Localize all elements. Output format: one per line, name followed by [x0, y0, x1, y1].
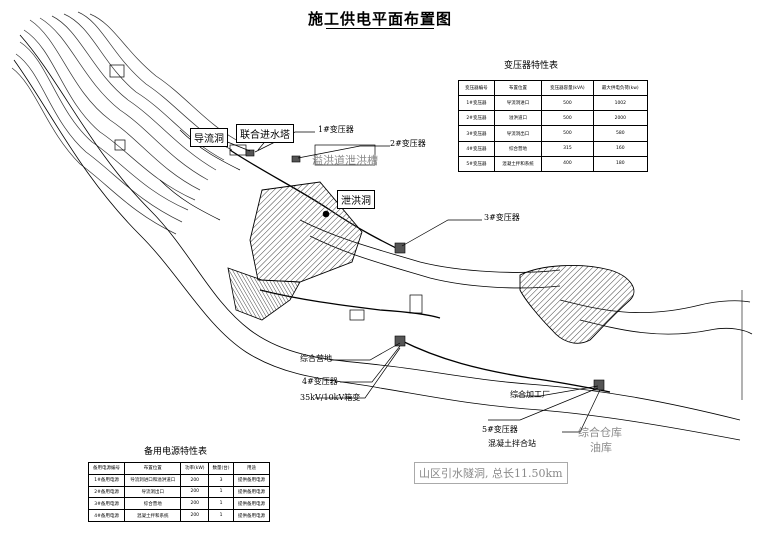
table-cell: 备用电源编号	[87, 462, 126, 475]
table-cell: 1	[208, 497, 234, 511]
table-cell: 提供备用电源	[232, 473, 271, 487]
table-cell: 4#备用电源	[87, 509, 126, 522]
transformer-2-label: 2#变压器	[390, 139, 426, 148]
transformer-1-label: 1#变压器	[318, 125, 354, 134]
table-cell: 最大供电负荷(kw)	[592, 79, 649, 97]
table-cell: 2#备用电源	[87, 485, 126, 499]
concrete-plant-label: 混凝土拌合站	[488, 439, 536, 448]
table-cell: 160	[592, 140, 649, 157]
table-header-row: 变压器编号布置位置变压器容量(kVA)最大供电负荷(kw)	[458, 79, 649, 97]
table-cell: 混凝土拌和系统	[124, 509, 182, 522]
transformer-symbols	[245, 149, 605, 391]
table-cell: 1002	[592, 95, 649, 112]
diversion-tunnel-label: 导流洞	[190, 128, 228, 147]
table-cell: 导流洞出口	[124, 485, 182, 499]
table-header-row: 备用电源编号布置位置功率(kW)数量(台)用途	[87, 462, 271, 475]
table-cell: 1	[208, 509, 234, 522]
intake-tower-label: 联合进水塔	[236, 124, 294, 143]
title-underline	[326, 28, 434, 29]
table-cell: 5#变压器	[458, 155, 495, 173]
tunnel-note-label: 山区引水隧洞, 总长11.50km	[414, 462, 568, 484]
table-cell: 2#变压器	[458, 110, 495, 127]
table-cell: 综合营地	[493, 140, 543, 157]
table-cell: 580	[592, 125, 649, 142]
table-cell: 3	[208, 473, 234, 487]
table-cell: 溢洪道口	[493, 110, 543, 127]
transformer-4-label: 4#变压器	[302, 377, 338, 386]
substation-label: 35kV/10kV箱变	[300, 393, 361, 402]
table-cell: 3#备用电源	[87, 497, 126, 511]
table-cell: 200	[180, 509, 210, 522]
table-cell: 提供备用电源	[232, 497, 271, 511]
table-cell: 315	[541, 140, 594, 157]
right-hatch-area	[519, 264, 635, 344]
table-cell: 用途	[232, 462, 271, 475]
table-cell: 500	[541, 95, 594, 112]
warehouse-label: 综合仓库	[578, 426, 622, 439]
table-cell: 1#变压器	[458, 95, 495, 112]
table-cell: 混凝土拌和系统	[493, 155, 543, 173]
table-cell: 布置位置	[493, 79, 543, 97]
camp-label: 综合营地	[300, 354, 332, 363]
table-cell: 3#变压器	[458, 125, 495, 142]
transformer-3-label: 3#变压器	[484, 213, 520, 222]
table-cell: 提供备用电源	[232, 485, 271, 499]
table-cell: 提供备用电源	[232, 509, 271, 522]
spillway-tunnel-label: 泄洪洞	[337, 190, 375, 209]
table-cell: 400	[541, 155, 594, 173]
table-cell: 导流洞进口和溢洪道口	[124, 473, 182, 487]
dam-body-hatch	[249, 181, 363, 283]
table-cell: 导流洞进口	[493, 95, 543, 112]
transformer-5-label: 5#变压器	[482, 425, 518, 434]
table-cell: 变压器编号	[458, 79, 495, 97]
table-cell: 200	[180, 485, 210, 499]
table-cell: 200	[180, 473, 210, 487]
table-cell: 500	[541, 110, 594, 127]
transformer-table-caption: 变压器特性表	[504, 61, 559, 71]
table-cell: 变压器容量(kVA)	[541, 79, 594, 97]
page-title: 施工供电平面布置图	[307, 10, 452, 28]
oil-depot-label: 油库	[590, 441, 612, 454]
table-cell: 导流洞出口	[493, 125, 543, 142]
spillway-chute-label: 溢洪道泄洪槽	[312, 154, 378, 167]
table-cell: 4#变压器	[458, 140, 495, 157]
table-cell: 180	[592, 155, 649, 173]
table-cell: 数量(台)	[208, 462, 234, 475]
contour-lines	[11, 11, 241, 235]
table-cell: 1#备用电源	[87, 473, 126, 487]
table-cell: 功率(kW)	[180, 462, 210, 475]
table-cell: 500	[541, 125, 594, 142]
table-cell: 200	[180, 497, 210, 511]
table-cell: 布置位置	[124, 462, 182, 475]
workshop-label: 综合加工厂	[510, 390, 550, 399]
dam-slope-hatch	[227, 267, 301, 321]
leader-lines	[224, 131, 601, 433]
table-cell: 1	[208, 485, 234, 499]
table-cell: 2000	[592, 110, 649, 127]
table-cell: 综合营地	[124, 497, 182, 511]
backup-table-caption: 备用电源特性表	[144, 447, 208, 457]
